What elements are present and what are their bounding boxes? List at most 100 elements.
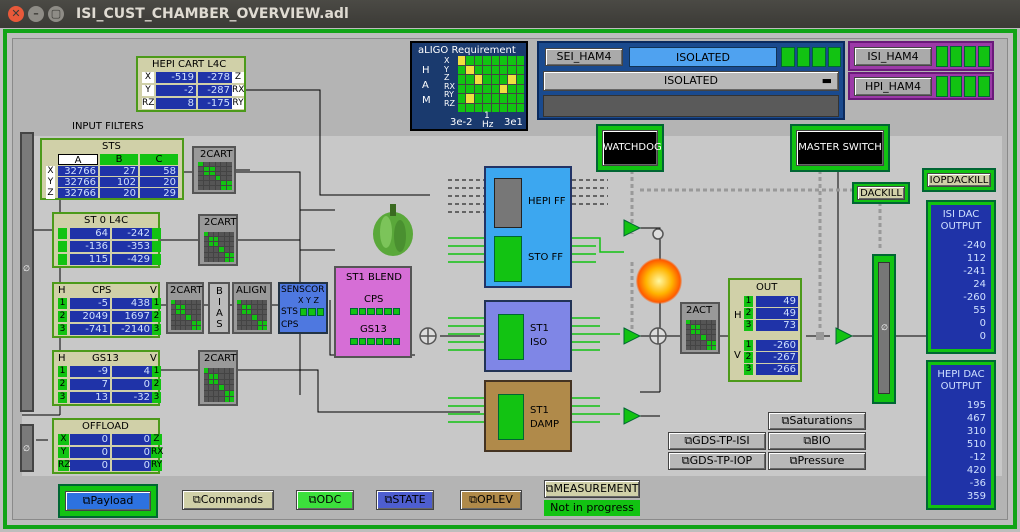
- sei-state-indicator: ISOLATED: [629, 47, 777, 67]
- matrix-cell: [209, 385, 214, 391]
- matrix-cell: [191, 320, 196, 325]
- matrix-cell: [701, 335, 706, 340]
- matrix-cell: [227, 181, 232, 186]
- hpi-ham4-button[interactable]: HPI_HAM4: [854, 77, 932, 96]
- out-h: H: [734, 310, 742, 321]
- matrix-cell: [204, 379, 209, 385]
- matrix-cell: [204, 391, 209, 397]
- requirement-cell: [516, 94, 524, 103]
- matrix-cell: [215, 166, 221, 171]
- watchdog-button[interactable]: WATCHDOG: [602, 130, 662, 166]
- matrix-cell: [247, 315, 252, 320]
- oplev-button[interactable]: ⧉OPLEV: [460, 490, 522, 510]
- requirement-cell: [499, 56, 508, 65]
- state-request-menu[interactable]: ISOLATED▬: [543, 71, 839, 91]
- minimize-icon[interactable]: –: [28, 6, 44, 22]
- state-menu-value: ISOLATED: [663, 74, 719, 87]
- cps-index: 2: [152, 311, 161, 322]
- state-button[interactable]: ⧉STATE: [376, 490, 434, 510]
- align-block[interactable]: ALIGN: [232, 282, 272, 334]
- isi-ham4-panel: ISI_HAM4: [848, 41, 994, 71]
- offload-axis: Z: [151, 434, 162, 445]
- matrix-cell: [219, 385, 224, 391]
- out-index: 1: [744, 340, 753, 351]
- requirement-cell: [516, 84, 524, 93]
- matrix-cell: [209, 181, 215, 186]
- matrix-cell: [219, 397, 224, 402]
- watchdog-frame: WATCHDOG: [596, 124, 664, 172]
- matrix-cell: [262, 300, 267, 305]
- requirement-cell: [516, 103, 524, 112]
- pepper-icon: [370, 200, 416, 258]
- gds-tp-iop-button[interactable]: ⧉GDS-TP-IOP: [668, 452, 766, 470]
- measurement-button[interactable]: ⧉MEASUREMENT: [544, 480, 640, 498]
- bio-button[interactable]: ⧉BIO: [768, 432, 866, 450]
- senscor-block[interactable]: SENSCOR X Y Z STS CPS: [278, 282, 328, 334]
- matrix-cell: [257, 320, 262, 325]
- matrix-cell: [686, 330, 691, 335]
- pressure-button[interactable]: ⧉Pressure: [768, 452, 866, 470]
- matrix-cell: [224, 252, 229, 257]
- matrix-cell: [229, 232, 234, 237]
- saturations-button[interactable]: ⧉Saturations: [768, 412, 866, 430]
- sto-2cart-block[interactable]: 2CART: [198, 214, 238, 266]
- 2act-block[interactable]: 2ACT: [680, 302, 720, 354]
- commands-button[interactable]: ⧉Commands: [182, 490, 274, 510]
- gds-tp-isi-button[interactable]: ⧉GDS-TP-ISI: [668, 432, 766, 450]
- close-icon[interactable]: ✕: [8, 6, 24, 22]
- matrix-cell: [257, 300, 262, 305]
- gs13-index: 2: [152, 379, 161, 390]
- gs13-2cart-block[interactable]: 2CART: [198, 350, 238, 406]
- gs13-value: 0: [112, 379, 152, 390]
- payload-button[interactable]: ⧉Payload: [65, 491, 151, 511]
- matrix-cell: [696, 340, 701, 345]
- isi-ham4-button[interactable]: ISI_HAM4: [854, 47, 932, 66]
- dackill-button[interactable]: DACKILL: [857, 186, 905, 200]
- sei-ham4-button[interactable]: SEI_HAM4: [545, 48, 623, 66]
- sts-axis: Y: [46, 177, 55, 188]
- matrix-cell: [686, 320, 691, 325]
- sto-2cart-label: 2CART: [204, 217, 237, 228]
- requirement-cell: [474, 56, 483, 65]
- ff-block[interactable]: HEPI FF STO FF: [484, 166, 572, 288]
- odc-button[interactable]: ⧉ODC: [296, 490, 354, 510]
- matrix-cell: [176, 300, 181, 305]
- cps-2cart-block[interactable]: 2CART: [166, 282, 204, 334]
- requirement-cell: [516, 56, 524, 65]
- matrix-cell: [237, 300, 242, 305]
- requirement-cell: [508, 103, 516, 112]
- matrix-cell: [242, 320, 247, 325]
- matrix-cell: [691, 340, 696, 345]
- align-matrix: [237, 300, 267, 330]
- sts-value: 32766: [58, 188, 98, 199]
- iopdackill-button[interactable]: IOPDACKILL: [927, 173, 991, 187]
- matrix-cell: [242, 310, 247, 315]
- sts-2cart-block[interactable]: 2CART: [192, 146, 236, 194]
- maximize-icon[interactable]: ▢: [48, 6, 64, 22]
- sto-l4c-title: ST 0 L4C: [84, 215, 129, 226]
- matrix-cell: [215, 181, 221, 186]
- master-switch-button[interactable]: MASTER SWITCH: [796, 130, 884, 166]
- isi-dac-value: 112: [966, 253, 986, 264]
- requirement-cell: [491, 84, 499, 93]
- gs13-h: H: [58, 353, 66, 364]
- matrix-cell: [186, 320, 191, 325]
- matrix-cell: [691, 345, 696, 350]
- window-icon: ⧉: [789, 454, 798, 467]
- matrix-cell: [711, 335, 716, 340]
- st1-blend-block[interactable]: ST1 BLEND CPS GS13: [334, 266, 412, 358]
- requirement-cell: [458, 56, 466, 65]
